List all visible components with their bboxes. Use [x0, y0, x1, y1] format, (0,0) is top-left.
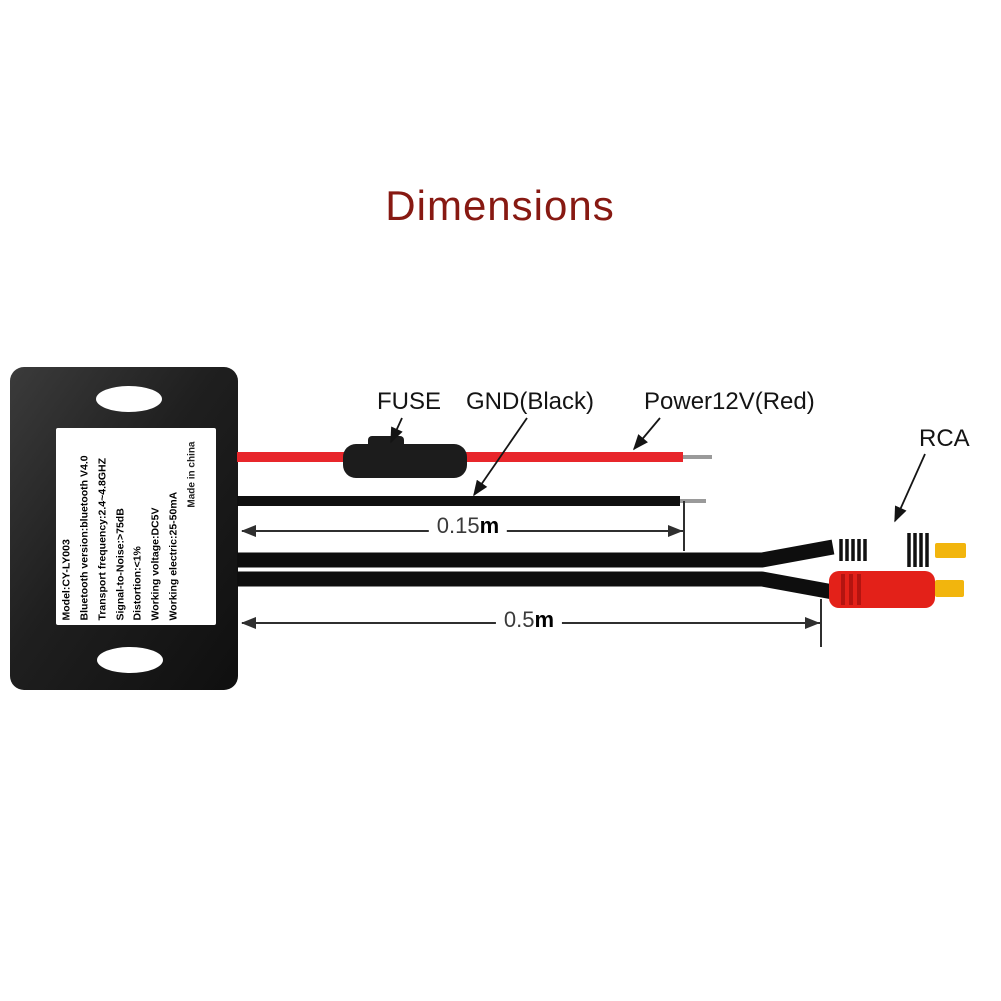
power-pointer-arrow: [632, 417, 661, 451]
rca-cable-bottom: [237, 571, 835, 600]
spec-line-bluetooth: Bluetooth version:bluetooth V4.0: [78, 455, 91, 621]
rca-cable-top: [237, 539, 835, 568]
spec-line-snr: Signal-to-Noise:>75dB: [114, 508, 127, 621]
dimension-short-label: 0.15m: [428, 513, 508, 539]
spec-line-made-in: Made in china: [186, 441, 198, 508]
gnd-label: GND(Black): [466, 388, 595, 415]
spec-line-electric: Working electric:25-50mA: [167, 491, 180, 621]
spec-line-frequency: Transport frequency:2.4~4.8GHZ: [96, 457, 109, 621]
gnd-pointer-arrow: [473, 417, 528, 497]
dimension-long-unit: m: [534, 607, 555, 632]
device-spec-label: Model:CY-LY003 Bluetooth version:bluetoo…: [56, 428, 216, 625]
power-label: Power12V(Red): [644, 388, 815, 415]
gnd-wire-group: [237, 496, 706, 506]
page-title: Dimensions: [385, 182, 615, 229]
rca-plug-top: [839, 533, 966, 567]
spec-line-model: Model:CY-LY003: [60, 539, 73, 621]
rca-plug-bottom: [829, 571, 964, 608]
fuse-label: FUSE: [377, 388, 442, 415]
dimension-short-unit: m: [479, 513, 500, 538]
gnd-wire-bare-tip: [680, 499, 706, 503]
spec-line-distortion: Distortion:<1%: [131, 546, 144, 621]
rca-cable-group: [237, 539, 835, 600]
power-wire-bare-tip: [683, 455, 712, 459]
bluetooth-module: [10, 367, 238, 690]
fuse-pointer-arrow: [390, 417, 403, 444]
dimension-long-label: 0.5m: [495, 607, 563, 633]
dimension-long-value: 0.5: [503, 607, 535, 632]
device-label-panel: [56, 428, 216, 625]
rca-tip-bottom: [935, 580, 964, 597]
fuse-holder: [343, 436, 467, 478]
gnd-wire: [237, 496, 680, 506]
mounting-slot-bottom: [97, 647, 163, 673]
rca-body-red: [829, 571, 935, 608]
power-wire-group: [237, 436, 712, 478]
rca-tip-top: [935, 543, 966, 558]
rca-label: RCA: [919, 425, 970, 452]
rca-pointer-arrow: [894, 453, 926, 523]
spec-line-voltage: Working voltage:DC5V: [149, 507, 162, 621]
mounting-slot-top: [96, 386, 162, 412]
dimension-short-value: 0.15: [436, 513, 480, 538]
